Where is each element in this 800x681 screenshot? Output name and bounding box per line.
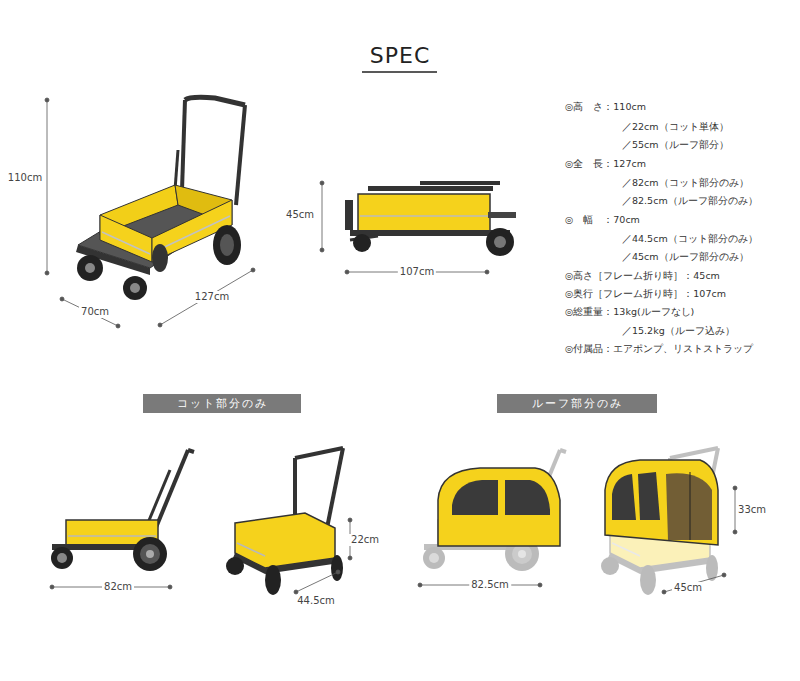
spec-line: ◎奥行［フレーム折り時］：107cm (565, 288, 726, 299)
dimension-label: 110cm (6, 172, 44, 184)
spec-line: ◎総重量：13kg(ルーフなし) (565, 306, 694, 317)
dimension-label: 82.5cm (469, 579, 511, 591)
dimension-label: 45cm (284, 209, 316, 221)
spec-line: ／82cm（コット部分のみ） (622, 177, 749, 188)
dimension-label: 70cm (79, 306, 111, 318)
spec-line: ／55cm（ルーフ部分） (622, 139, 729, 150)
section-band: コット部分のみ (143, 394, 301, 413)
spec-line: ◎付属品：エアポンプ、リストストラップ (565, 343, 753, 354)
spec-line: ／45cm（ルーフ部分のみ） (622, 251, 749, 262)
dimension-label: 107cm (398, 266, 436, 278)
dimension-label: 33cm (736, 504, 768, 516)
dimension-label: 44.5cm (295, 595, 337, 607)
spec-line: ／15.2kg（ルーフ込み） (622, 325, 735, 336)
spec-line: ◎高 さ：110cm (565, 101, 646, 112)
spec-line: ／44.5cm（コット部分のみ） (622, 233, 758, 244)
page-title: SPEC (370, 43, 431, 69)
band-label: ルーフ部分のみ (532, 396, 623, 411)
dimension-label: 45cm (672, 582, 704, 594)
spec-line: ◎ 幅 ：70cm (565, 214, 640, 225)
spec-line: ◎高さ［フレーム折り時］：45cm (565, 270, 720, 281)
dimension-label: 127cm (193, 291, 231, 303)
dimension-label: 22cm (349, 534, 381, 546)
spec-line: ◎全 長：127cm (565, 158, 646, 169)
section-band: ルーフ部分のみ (497, 394, 657, 413)
dimension-label: 82cm (102, 581, 134, 593)
spec-line: ／22cm（コット単体） (622, 121, 729, 132)
spec-line: ／82.5cm（ルーフ部分のみ） (622, 195, 758, 206)
band-label: コット部分のみ (177, 396, 268, 411)
